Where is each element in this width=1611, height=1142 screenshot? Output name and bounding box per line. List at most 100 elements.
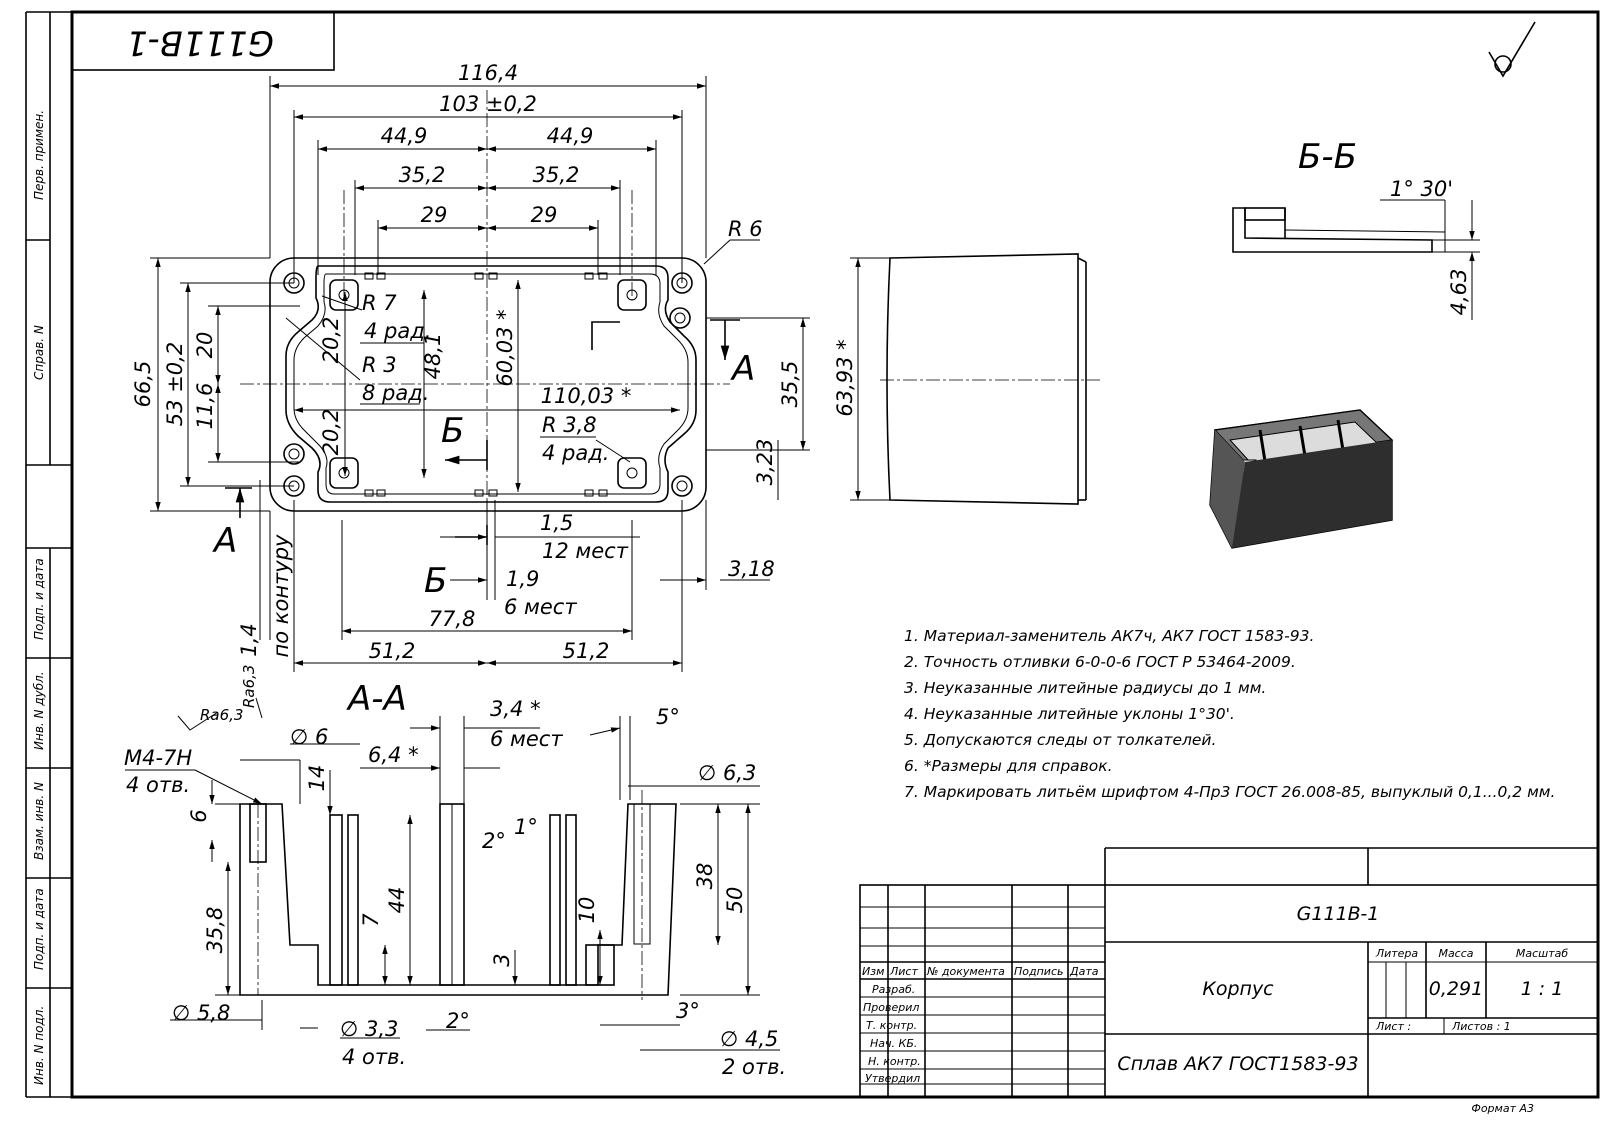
side-label-1: Перв. примен. bbox=[32, 110, 46, 200]
aa-10: 10 bbox=[575, 897, 599, 924]
side-label-4: Инв. N дубл. bbox=[32, 671, 46, 750]
note-6: 6. *Размеры для справок. bbox=[904, 757, 1113, 775]
dim-1-5: 1,5 bbox=[540, 511, 573, 535]
dim-20-2-upper: 20,2 bbox=[319, 317, 343, 364]
side-view bbox=[850, 253, 1100, 505]
tb-sheets-label: Листов : 1 bbox=[1451, 1020, 1511, 1033]
tb-mass: 0,291 bbox=[1429, 978, 1483, 1000]
aa-phi6-3: ∅ 6,3 bbox=[698, 761, 756, 785]
dim-r7: R 7 bbox=[362, 291, 397, 315]
dim-r3: R 3 bbox=[362, 353, 397, 377]
section-aa bbox=[125, 697, 780, 1051]
dim-116-4: 116,4 bbox=[458, 61, 518, 85]
tb-sheet-label: Лист : bbox=[1375, 1020, 1411, 1033]
aa-3: 3 bbox=[490, 953, 514, 966]
tb-row-1: Разраб. bbox=[872, 983, 915, 996]
side-label-6: Подп. и дата bbox=[32, 888, 46, 970]
roughness-symbol bbox=[1488, 21, 1536, 78]
aa-phi4-5: ∅ 4,5 bbox=[720, 1027, 778, 1051]
tb-mass-label: Масса bbox=[1438, 947, 1473, 960]
dim-1-5-note: 12 мест bbox=[542, 539, 629, 563]
dim-51-2-right: 51,2 bbox=[563, 639, 610, 663]
aa-14: 14 bbox=[305, 765, 329, 792]
dim-20: 20 bbox=[193, 332, 217, 359]
aa-phi4-5-note: 2 отв. bbox=[722, 1055, 786, 1079]
dim-48-1: 48,1 bbox=[421, 333, 445, 380]
tb-col-sign: Подпись bbox=[1014, 965, 1063, 978]
dim-63-93: 63,93 * bbox=[833, 339, 857, 416]
dim-1-4: 1,4 bbox=[237, 623, 261, 656]
dim-29-left: 29 bbox=[421, 203, 448, 227]
note-1: 1. Материал-заменитель АК7ч, АК7 ГОСТ 15… bbox=[904, 627, 1314, 645]
dim-20-2-lower: 20,2 bbox=[319, 409, 343, 456]
section-bb bbox=[1232, 199, 1480, 320]
technical-notes: 1. Материал-заменитель АК7ч, АК7 ГОСТ 15… bbox=[904, 627, 1555, 801]
tb-row-6: Утвердил bbox=[865, 1072, 920, 1085]
dim-51-2-left: 51,2 bbox=[369, 639, 416, 663]
dim-1-9: 1,9 bbox=[506, 567, 539, 591]
section-aa-title: А-А bbox=[346, 679, 407, 719]
dim-44-9-right: 44,9 bbox=[547, 124, 594, 148]
aa-angle-3: 3° bbox=[676, 999, 700, 1023]
aa-angle-2: 2° bbox=[482, 829, 506, 853]
note-2: 2. Точность отливки 6-0-0-6 ГОСТ Р 53464… bbox=[904, 653, 1296, 671]
dim-contour: по контуру bbox=[269, 534, 293, 658]
code-stamp-text: G111B-1 bbox=[126, 23, 274, 63]
tb-scale: 1 : 1 bbox=[1521, 978, 1564, 1000]
dim-1-9-note: 6 мест bbox=[504, 595, 577, 619]
aa-phi3-3: ∅ 3,3 bbox=[340, 1017, 398, 1041]
aa-6-4: 6,4 * bbox=[368, 743, 419, 767]
aa-angle-2b: 2° bbox=[446, 1009, 470, 1033]
dim-3-18: 3,18 bbox=[728, 557, 775, 581]
tb-name: Корпус bbox=[1202, 978, 1274, 1000]
tb-row-4: Нач. КБ. bbox=[870, 1037, 917, 1050]
dim-r7-note: 4 рад. bbox=[364, 319, 431, 343]
dim-60-03: 60,03 * bbox=[493, 309, 517, 386]
dim-r3-8: R 3,8 bbox=[542, 413, 597, 437]
dim-r3-note: 8 рад. bbox=[362, 381, 429, 405]
aa-50: 50 bbox=[723, 887, 747, 914]
aa-3-4-note: 6 мест bbox=[490, 727, 563, 751]
note-7: 7. Маркировать литьём шрифтом 4-Пр3 ГОСТ… bbox=[904, 783, 1555, 801]
cut-letter-b-upper: Б bbox=[441, 411, 464, 451]
note-3: 3. Неуказанные литейные радиусы до 1 мм. bbox=[904, 679, 1266, 697]
format-label: Формат А3 bbox=[1471, 1102, 1534, 1115]
side-label-7: Инв. N подл. bbox=[32, 1006, 46, 1085]
aa-m4: M4-7H bbox=[124, 746, 192, 770]
aa-35-8: 35,8 bbox=[203, 907, 227, 954]
dim-r3-8-note: 4 рад. bbox=[542, 441, 609, 465]
section-bb-title: Б-Б bbox=[1298, 137, 1357, 177]
aa-ra-2: Ra6,3 bbox=[240, 665, 258, 708]
cut-letter-a-left: А bbox=[212, 521, 237, 561]
dim-77-8: 77,8 bbox=[429, 607, 476, 631]
isometric-view bbox=[1209, 409, 1394, 549]
tb-designation: G111B-1 bbox=[1297, 903, 1380, 925]
aa-angle-5: 5° bbox=[656, 705, 680, 729]
note-5: 5. Допускаются следы от толкателей. bbox=[904, 731, 1216, 749]
tb-col-list: Лист bbox=[889, 965, 918, 978]
code-stamp bbox=[71, 11, 335, 71]
aa-7: 7 bbox=[359, 913, 383, 927]
aa-ra-1: Ra6,3 bbox=[200, 706, 243, 724]
side-label-5: Взам. инв. N bbox=[32, 782, 46, 860]
aa-phi5-8: ∅ 5,8 bbox=[172, 1001, 230, 1025]
aa-6: 6 bbox=[187, 809, 211, 822]
dim-110-03: 110,03 * bbox=[541, 384, 632, 408]
tb-row-5: Н. контр. bbox=[868, 1055, 921, 1068]
aa-3-4: 3,4 * bbox=[490, 697, 541, 721]
dim-44-9-left: 44,9 bbox=[381, 124, 428, 148]
dim-r6: R 6 bbox=[728, 217, 763, 241]
bb-angle: 1° 30' bbox=[1390, 177, 1453, 201]
aa-angle-1: 1° bbox=[514, 815, 538, 839]
side-label-3: Подп. и дата bbox=[32, 558, 46, 640]
aa-phi6: ∅ 6 bbox=[290, 725, 328, 749]
tb-col-doc: № документа bbox=[926, 965, 1005, 978]
aa-phi3-3-note: 4 отв. bbox=[342, 1045, 406, 1069]
tb-litera-label: Литера bbox=[1375, 947, 1419, 960]
tb-row-2: Проверил bbox=[863, 1001, 919, 1014]
dim-35-2-right: 35,2 bbox=[533, 163, 580, 187]
dim-11-6: 11,6 bbox=[193, 383, 217, 430]
tb-col-date: Дата bbox=[1069, 965, 1099, 978]
tb-scale-label: Масштаб bbox=[1516, 947, 1568, 960]
